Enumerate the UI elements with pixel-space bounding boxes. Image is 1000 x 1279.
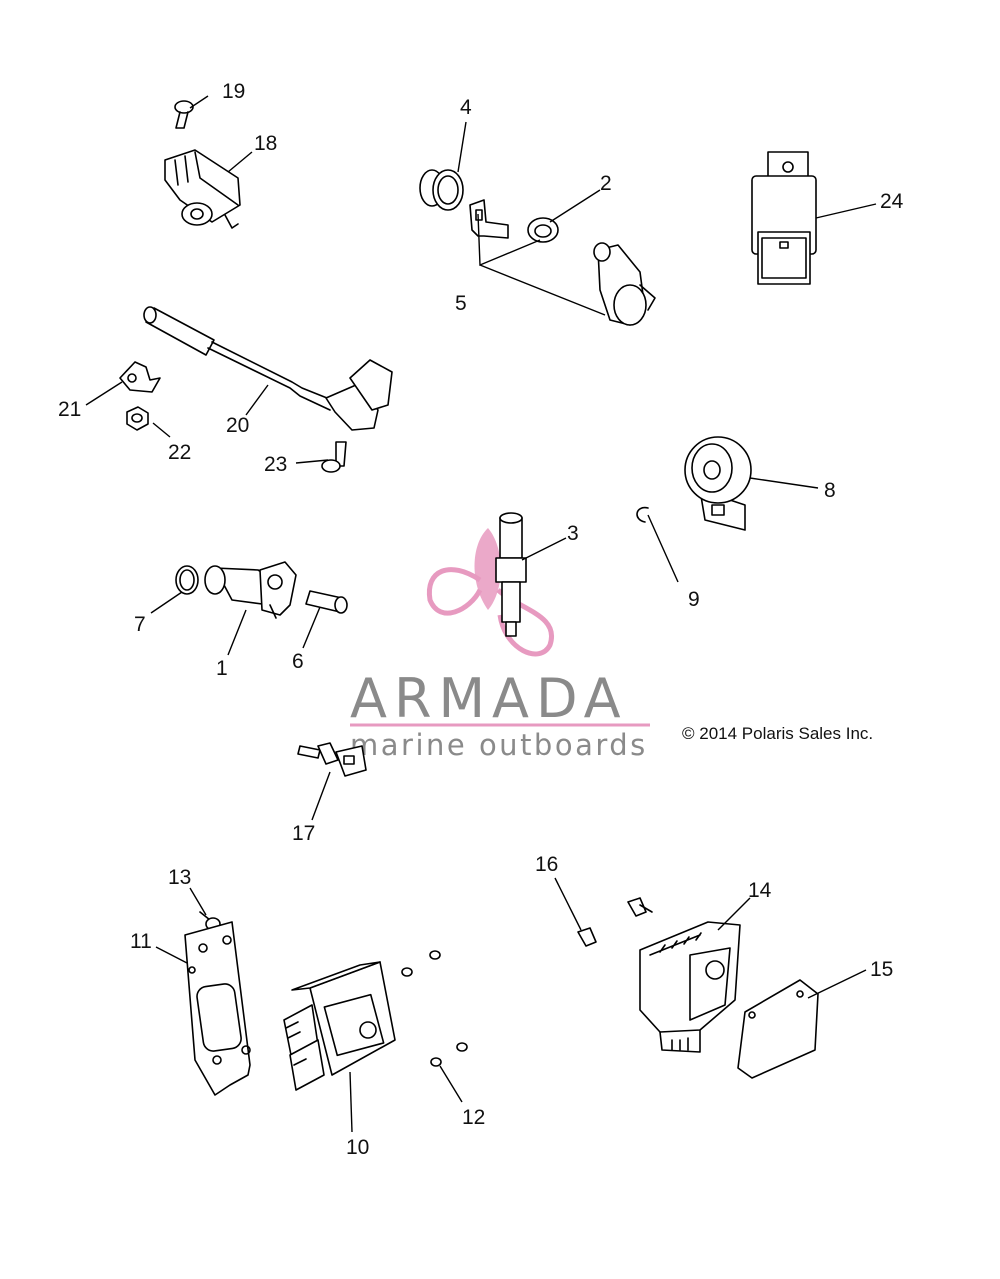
leader-lines	[85, 95, 877, 1133]
part-7-o-ring	[175, 565, 199, 595]
callout-21: 21	[58, 398, 81, 421]
part-19-screw	[174, 100, 194, 129]
copyright-notice: © 2014 Polaris Sales Inc.	[682, 724, 873, 743]
part-8-knock-sensor	[684, 436, 752, 531]
part-1-cam-sensor	[204, 561, 297, 619]
callout-15: 15	[870, 958, 893, 981]
callout-2: 2	[600, 172, 612, 195]
part-23-bolt	[321, 441, 347, 473]
part-6-pin	[305, 590, 348, 614]
part-5-sensor	[593, 242, 656, 326]
callout-17: 17	[292, 822, 315, 845]
callout-10: 10	[346, 1136, 369, 1159]
part-21-clamp	[119, 361, 161, 393]
callout-6: 6	[292, 650, 304, 673]
part-14-module	[639, 921, 741, 1053]
callout-9: 9	[688, 588, 700, 611]
part-11-bracket	[184, 921, 251, 1096]
part-10-ecu	[283, 961, 396, 1091]
part-9-snap-ring	[636, 506, 649, 523]
callout-24: 24	[880, 190, 904, 213]
part-22-nut	[126, 406, 149, 431]
part-20-sensor-cable	[143, 306, 393, 431]
part-24-relay-module	[751, 151, 817, 285]
part-2-nut	[527, 217, 559, 243]
part-5-clip	[469, 199, 509, 239]
part-18-map-sensor	[164, 149, 241, 229]
callout-14: 14	[748, 879, 772, 902]
callout-20: 20	[226, 414, 249, 437]
callout-labels: 19 18 4 2 5 24 21 20 22 23 8 9 3 7 1 6 1…	[58, 80, 904, 1159]
callout-23: 23	[264, 453, 287, 476]
callout-4: 4	[460, 96, 472, 119]
callout-19: 19	[222, 80, 245, 103]
callout-5: 5	[455, 292, 467, 315]
part-17-temp-sender	[297, 742, 367, 777]
callout-3: 3	[567, 522, 579, 545]
watermark-tagline: marine outboards	[350, 728, 648, 762]
callout-22: 22	[168, 441, 191, 464]
callout-12: 12	[462, 1106, 485, 1129]
callout-16: 16	[535, 853, 558, 876]
callout-13: 13	[168, 866, 191, 889]
callout-11: 11	[130, 930, 152, 953]
callout-7: 7	[134, 613, 146, 636]
armada-logo-icon	[426, 528, 555, 657]
part-12-screws	[401, 950, 468, 1067]
part-16-screw	[577, 897, 653, 947]
part-3-temp-sensor	[495, 512, 527, 637]
callout-8: 8	[824, 479, 836, 502]
callout-1: 1	[216, 657, 228, 680]
part-4-cap	[419, 169, 464, 211]
watermark-name: ARMADA	[350, 667, 628, 730]
callout-18: 18	[254, 132, 277, 155]
part-15-gasket	[737, 979, 819, 1079]
